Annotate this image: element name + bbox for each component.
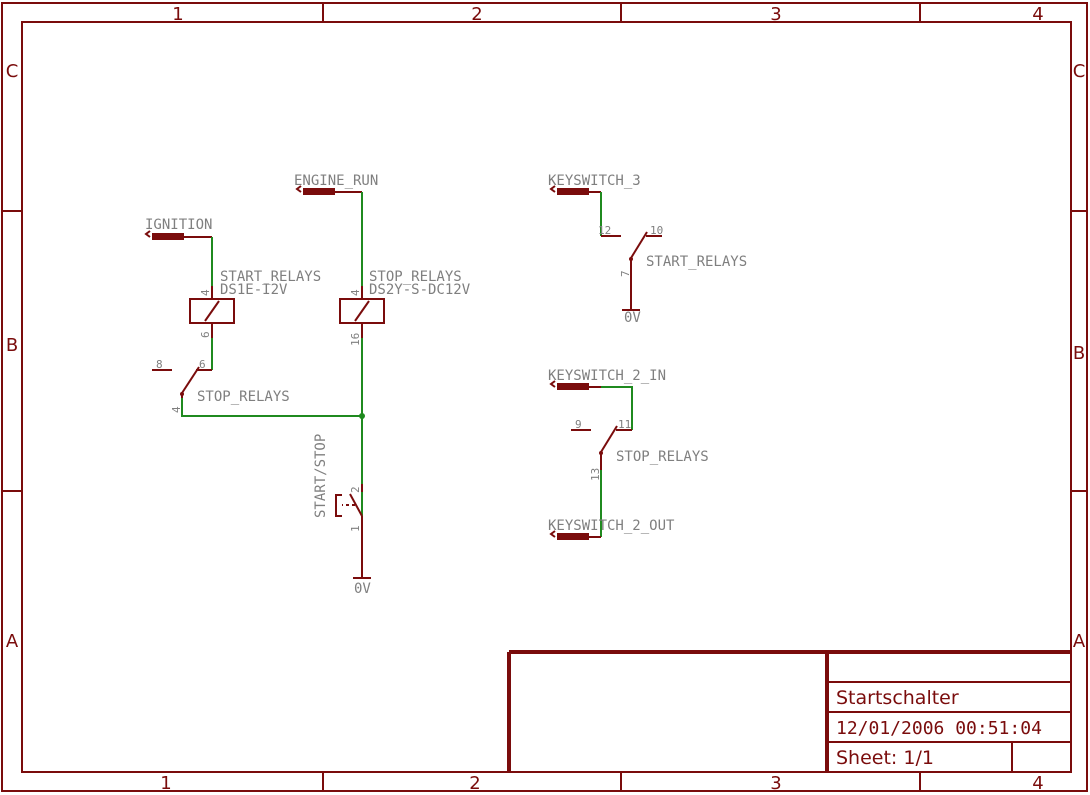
keyswitch-2-in-label: KEYSWITCH_2_IN [548,368,666,384]
row-left-c: C [6,61,19,82]
junction-dot [359,413,365,419]
c3-pin-no: 11 [618,418,631,431]
c1-pin-com: 4 [170,406,183,413]
stop-relays-part-label: DS2Y-S-DC12V [369,282,471,298]
stop-relay-coil[interactable] [339,286,385,338]
zone-top-4: 4 [1032,4,1043,25]
keyswitch-3-circuit: KEYSWITCH_3 12 10 7 START_RELAYS 0V [548,173,747,326]
inner-border [21,21,1072,773]
title-text: Startschalter [836,687,959,709]
start-relays-coil-label: START_RELAYS [220,269,321,285]
title-block: Startschalter 12/01/2006 00:51:04 Sheet:… [507,650,1071,772]
start-relays-contact-right[interactable] [601,231,662,311]
c1-pin-nc: 8 [156,358,163,371]
start-relays-contact-label: START_RELAYS [646,254,747,270]
k2-pin-bot: 16 [349,333,362,346]
ignition-label: IGNITION [145,217,212,233]
zone-bottom-2: 2 [469,773,480,794]
k2-pin-top: 4 [349,289,362,296]
c1-pin-no: 6 [199,358,206,371]
keyswitch-2-out-connector[interactable] [549,530,601,540]
start-stop-label: START/STOP [313,434,329,518]
k1-pin-bot: 6 [199,331,212,338]
engine-run-connector[interactable] [295,185,362,195]
c3-pin-nc: 9 [575,418,582,431]
keyswitch-3-connector[interactable] [549,185,601,195]
c3-pin-com: 13 [589,468,602,481]
keyswitch-2-in-connector[interactable] [549,380,601,390]
k1-pin-top: 4 [199,289,212,296]
start-stop-pushbutton[interactable] [335,484,363,538]
ground-symbol-left [353,538,371,579]
zone-bottom-3: 3 [770,773,781,794]
gnd-right-label: 0V [624,310,641,326]
row-left-a: A [6,631,19,652]
zone-top-1: 1 [172,4,183,25]
sw-pin-1: 1 [349,525,362,532]
engine-run-label: ENGINE_RUN [294,173,378,189]
date-text: 12/01/2006 00:51:04 [836,718,1042,739]
stop-relays-coil-label: STOP_RELAYS [369,269,462,285]
ignition-connector[interactable] [144,230,212,240]
keyswitch-2-circuit: KEYSWITCH_2_IN 9 11 13 STOP_RELAYS KEYSW… [548,368,709,540]
zone-top-3: 3 [770,4,781,25]
stop-relays-contact-a-label: STOP_RELAYS [197,389,290,405]
row-right-c: C [1073,61,1086,82]
stop-relays-contact-right[interactable] [571,425,632,470]
wire-ks2in-contact [601,386,633,430]
sw-pin-2: 2 [349,486,362,493]
c2-pin-nc: 12 [598,224,611,237]
left-circuit: IGNITION ENGINE_RUN START_RELAYS DS1E-I2… [144,173,471,597]
stop-relays-contact-left[interactable] [152,366,212,398]
keyswitch-2-out-label: KEYSWITCH_2_OUT [548,518,675,534]
sheet-text: Sheet: 1/1 [836,747,934,769]
start-relay-coil[interactable] [189,286,235,338]
c2-pin-com: 7 [619,270,632,277]
zone-top-2: 2 [471,4,482,25]
zone-bottom-4: 4 [1032,773,1043,794]
keyswitch-3-label: KEYSWITCH_3 [548,173,641,189]
gnd-left-label: 0V [354,581,371,597]
row-right-b: B [1073,343,1085,364]
c2-pin-no: 10 [650,224,663,237]
row-right-a: A [1073,631,1086,652]
start-relays-part-label: DS1E-I2V [220,282,288,298]
zone-bottom-1: 1 [160,773,171,794]
wire-contact-node [181,398,362,417]
row-left-b: B [6,335,18,356]
stop-relays-contact-b-label: STOP_RELAYS [616,449,709,465]
